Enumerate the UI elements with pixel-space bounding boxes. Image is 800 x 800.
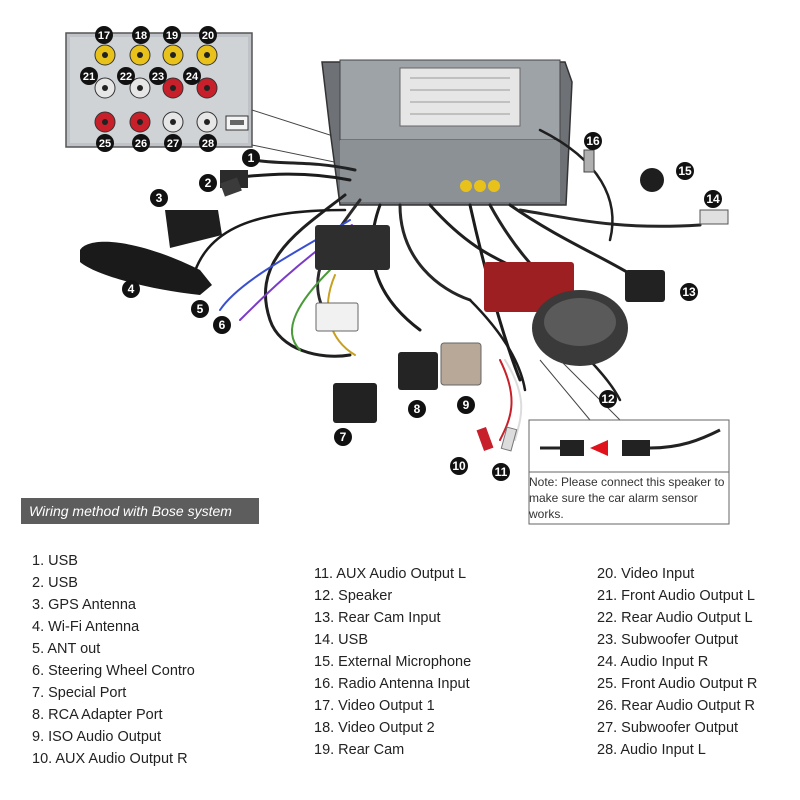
legend-item: 27. Subwoofer Output (597, 720, 739, 736)
legend-item: 23. Subwoofer Output (597, 632, 739, 648)
port-label-20: 20 (202, 30, 214, 42)
callout-1: 1 (248, 151, 255, 165)
callout-2: 2 (205, 176, 212, 190)
port-label-28: 28 (202, 138, 214, 150)
gps-antenna (165, 210, 222, 248)
port-label-23: 23 (152, 71, 164, 83)
legend-item: 13. Rear Cam Input (314, 610, 441, 626)
callout-13: 13 (682, 285, 696, 299)
legend-item: 3. GPS Antenna (32, 597, 136, 613)
port-badges: 17 18 19 20 21 22 23 24 25 26 27 28 (80, 26, 217, 152)
wifi-antenna (80, 241, 212, 295)
port-label-18: 18 (135, 30, 147, 42)
legend-item: 28. Audio Input L (597, 742, 706, 758)
legend-item: 14. USB (314, 632, 368, 648)
legend-column-2: 11. AUX Audio Output L 12. Speaker 13. R… (314, 563, 471, 761)
callout-15: 15 (678, 164, 692, 178)
legend-item: 4. Wi-Fi Antenna (32, 619, 140, 635)
port-label-25: 25 (99, 138, 111, 150)
callout-16: 16 (586, 134, 600, 148)
wiring-diagram: 17 18 19 20 21 22 23 24 25 26 27 28 (65, 26, 730, 525)
wiring-method-banner: Wiring method with Bose system (21, 498, 259, 524)
callout-12: 12 (601, 392, 615, 406)
legend-item: 24. Audio Input R (597, 654, 709, 670)
legend-item: 1. USB (32, 553, 78, 569)
legend-item: 25. Front Audio Output R (597, 676, 758, 692)
legend-item: 22. Rear Audio Output L (597, 610, 753, 626)
callout-7: 7 (340, 430, 347, 444)
legend-item: 18. Video Output 2 (314, 720, 435, 736)
port-label-27: 27 (167, 138, 179, 150)
callout-8: 8 (414, 402, 421, 416)
callout-10: 10 (452, 459, 466, 473)
port-label-24: 24 (186, 71, 199, 83)
legend-item: 15. External Microphone (314, 654, 472, 670)
radio-antenna-plug (583, 149, 595, 173)
head-unit (321, 59, 573, 206)
harness-box (315, 225, 390, 270)
port-label-22: 22 (120, 71, 132, 83)
harness-connector-white (315, 302, 359, 332)
legend-item: 10. AUX Audio Output R (32, 751, 188, 767)
callout-6: 6 (219, 318, 226, 332)
legend-item: 26. Rear Audio Output R (597, 698, 755, 714)
legend-item: 5. ANT out (32, 641, 101, 657)
rca-adapter-connector (398, 352, 438, 390)
callout-4: 4 (128, 282, 135, 296)
legend-item: 7. Special Port (32, 685, 127, 701)
legend-item: 9. ISO Audio Output (32, 729, 161, 745)
legend-item: 19. Rear Cam (314, 742, 405, 758)
iso-audio-connector (440, 342, 482, 386)
microphone (640, 168, 664, 192)
legend-item: 2. USB (32, 575, 78, 591)
legend-item: 16. Radio Antenna Input (314, 676, 470, 692)
usb-plug-14 (699, 209, 729, 225)
port-label-17: 17 (98, 30, 110, 42)
callout-14: 14 (706, 192, 720, 206)
port-panel (65, 32, 471, 191)
port-label-26: 26 (135, 138, 147, 150)
legend-item: 8. RCA Adapter Port (32, 707, 163, 723)
legend-item: 12. Speaker (314, 588, 393, 604)
rear-cam-connector (625, 270, 665, 302)
legend-item: 11. AUX Audio Output L (314, 566, 467, 582)
speaker-note: Note: Please connect this speaker to mak… (529, 475, 725, 521)
rca-plug-red (476, 426, 494, 452)
legend-item: 17. Video Output 1 (314, 698, 435, 714)
callouts: 1 2 3 4 5 6 7 8 9 10 11 12 13 14 15 16 (122, 132, 722, 481)
legend-column-1: 1. USB 2. USB 3. GPS Antenna 4. Wi-Fi An… (32, 550, 195, 770)
rca-plug-white (500, 426, 518, 452)
port-label-21: 21 (83, 71, 95, 83)
legend-item: 20. Video Input (597, 566, 695, 582)
legend-item: 21. Front Audio Output L (597, 588, 755, 604)
callout-3: 3 (156, 191, 163, 205)
alarm-arrow-icon (590, 440, 608, 456)
legend-column-3: 20. Video Input 21. Front Audio Output L… (597, 563, 757, 761)
callout-5: 5 (197, 302, 204, 316)
special-port-connector (333, 383, 377, 423)
alarm-inset (528, 359, 730, 473)
connectors (80, 149, 729, 452)
usb-plug-2 (220, 177, 242, 197)
callout-9: 9 (463, 398, 470, 412)
callout-11: 11 (495, 465, 508, 479)
port-label-19: 19 (166, 30, 178, 42)
legend-item: 6. Steering Wheel Contro (32, 663, 195, 679)
